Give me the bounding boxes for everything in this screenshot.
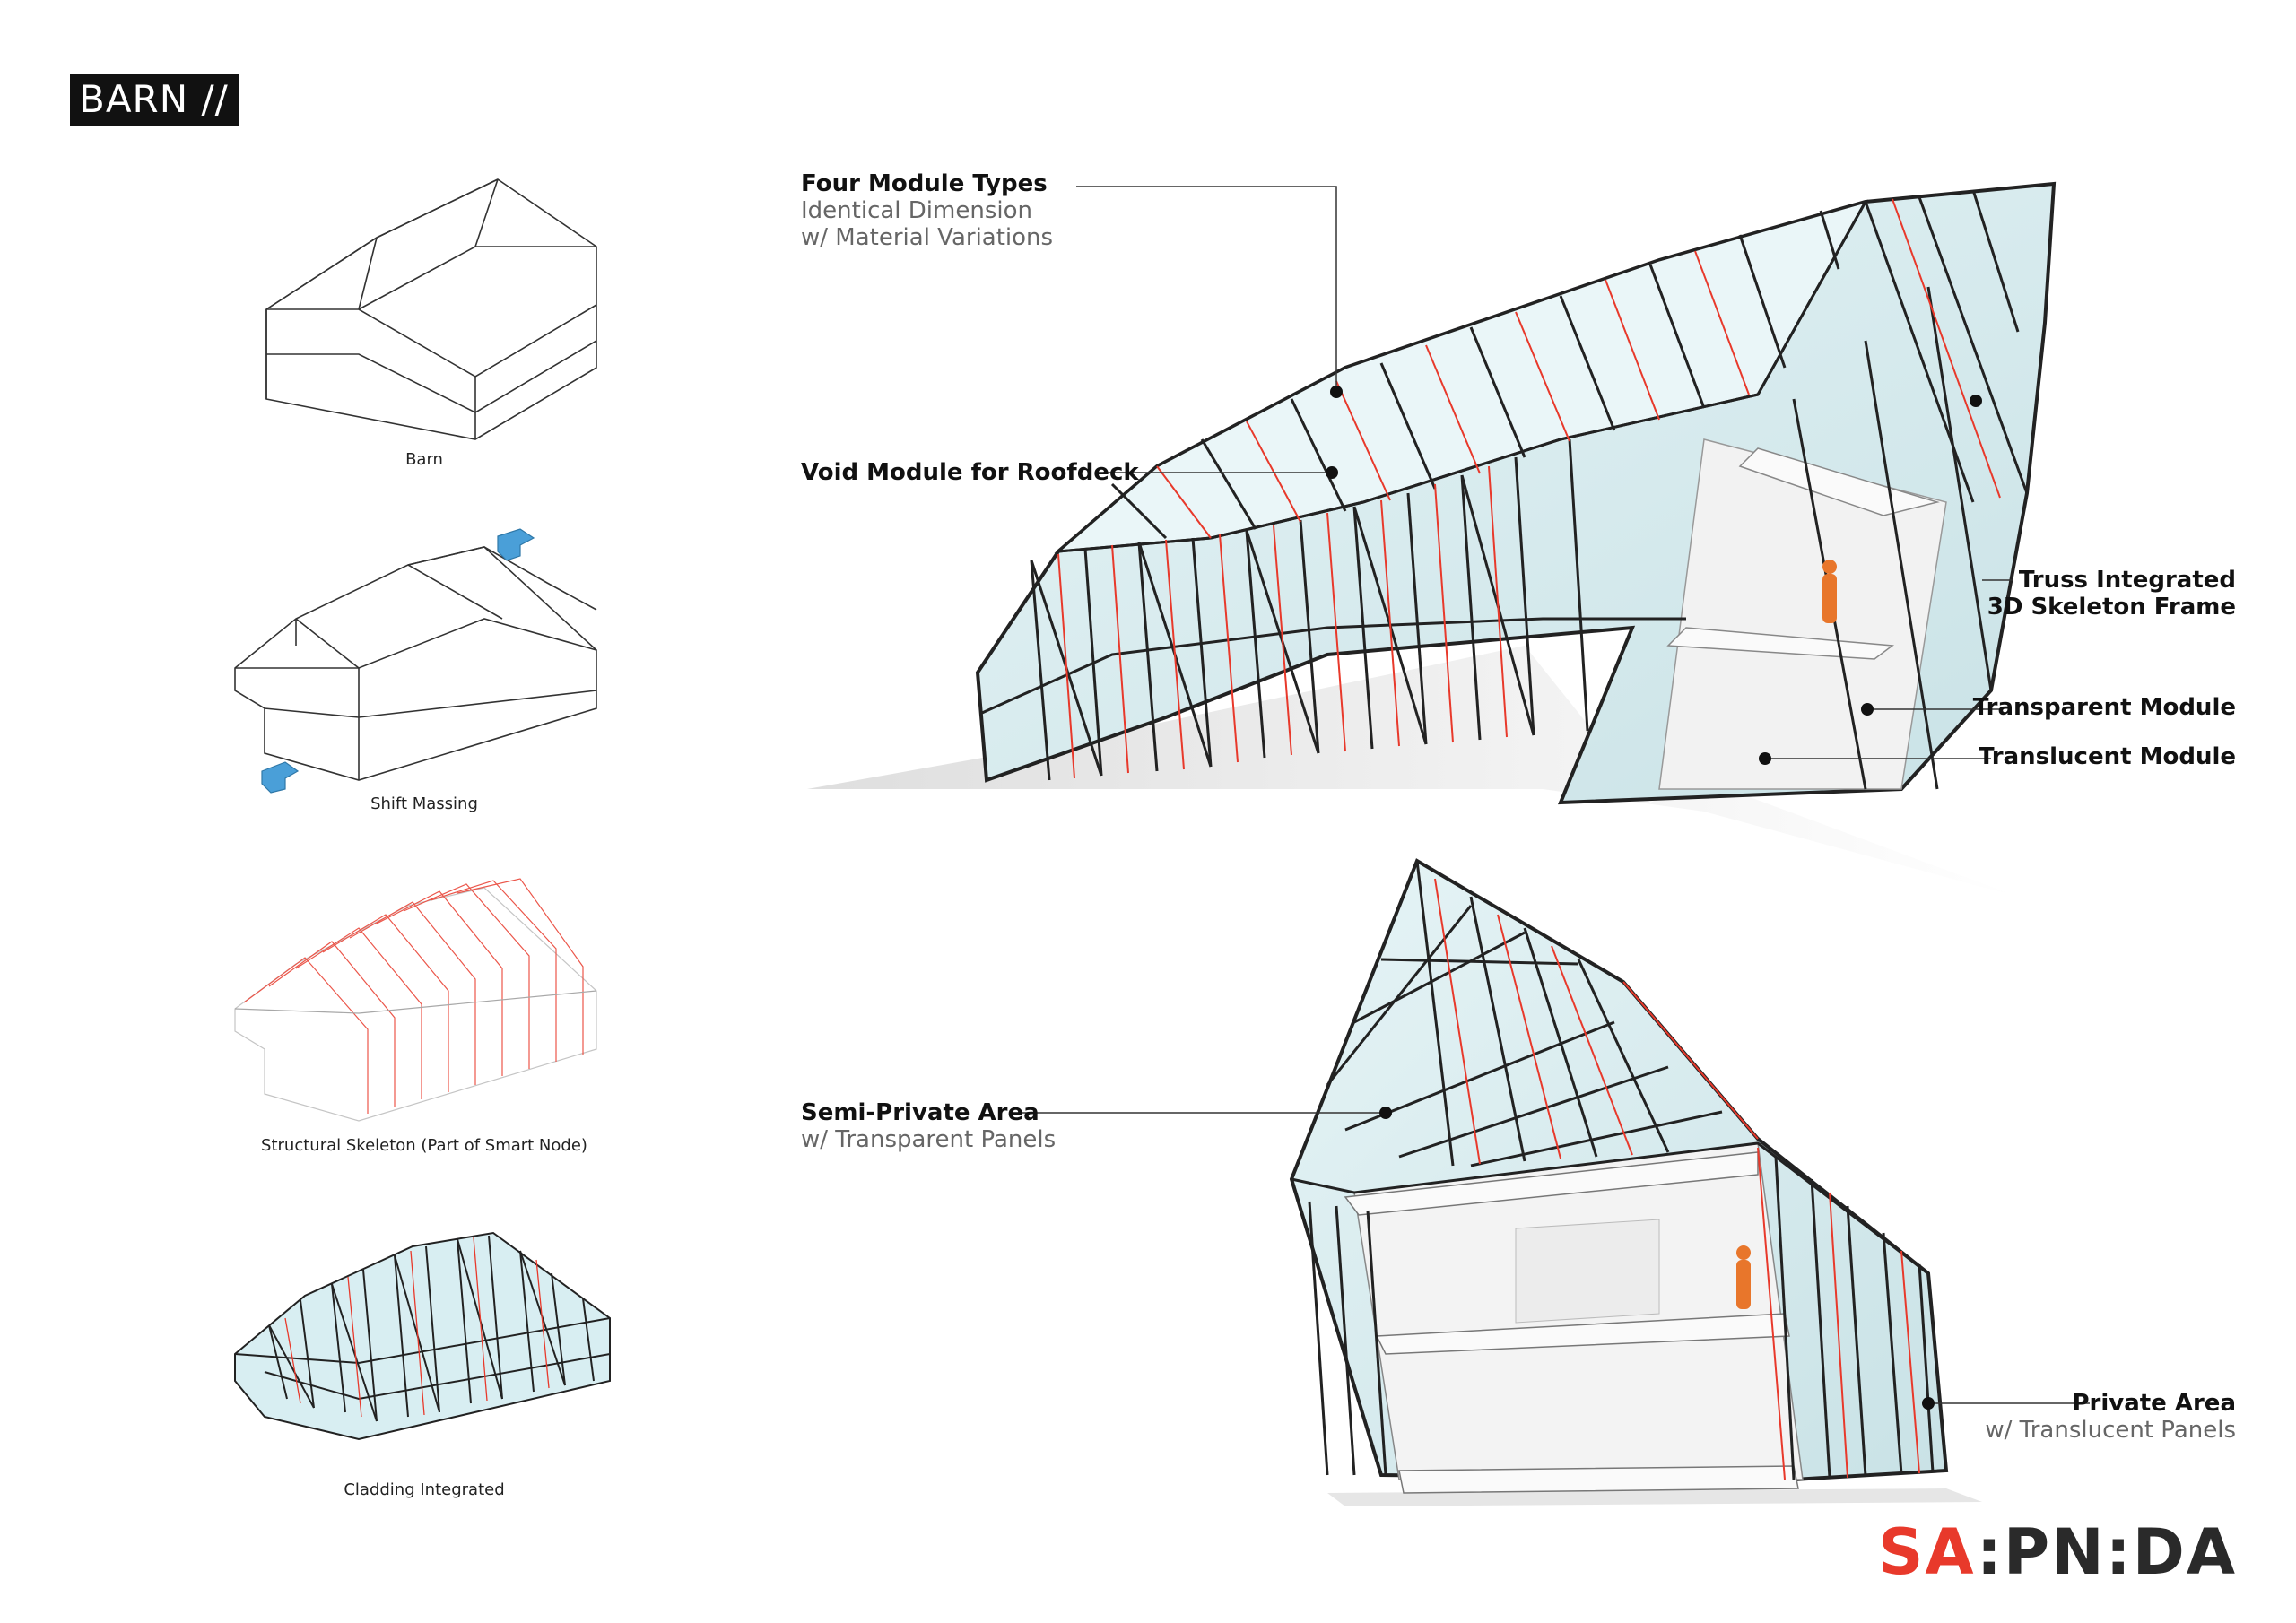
logo-part: SA	[1877, 1515, 1977, 1589]
step-caption-barn: Barn	[405, 450, 443, 469]
annotation-semi-private: Semi-Private Area w/ Transparent Panels	[801, 1099, 1056, 1153]
human-figure-icon	[1736, 1245, 1751, 1309]
annotation-title: Private Area	[2072, 1390, 2236, 1417]
step-caption-cladding: Cladding Integrated	[344, 1480, 505, 1499]
annotation-transparent-module: Transparent Module	[1972, 694, 2236, 721]
skeleton-diagram	[234, 878, 597, 1122]
annotation-title: Semi-Private Area	[801, 1099, 1039, 1126]
shift-arrow-icon	[261, 528, 535, 794]
annotation-void-module: Void Module for Roofdeck	[801, 459, 1139, 486]
logo-separator: :	[2105, 1515, 2133, 1589]
annotation-four-module-types: Four Module Types Identical Dimension w/…	[801, 170, 1053, 251]
annotation-subtitle: Identical Dimension	[801, 197, 1032, 224]
step-caption-structural-skeleton: Structural Skeleton (Part of Smart Node)	[261, 1136, 587, 1155]
annotation-subtitle: w/ Transparent Panels	[801, 1126, 1057, 1153]
annotation-subtitle: w/ Translucent Panels	[1985, 1417, 2236, 1444]
logo-separator: :	[1976, 1515, 2004, 1589]
section-building-view	[1289, 858, 1982, 1506]
human-figure-icon	[1822, 560, 1837, 623]
annotation-truss: Truss Integrated 3D Skeleton Frame	[1987, 567, 2236, 621]
main-building-view	[807, 181, 2057, 897]
cladding-diagram	[234, 1231, 611, 1441]
step-caption-shift-massing: Shift Massing	[370, 794, 478, 813]
sapnda-logo: SA:PN:DA	[1878, 1515, 2237, 1589]
logo-part: DA	[2132, 1515, 2237, 1589]
logo-part: PN	[2003, 1515, 2106, 1589]
barn-diagram	[265, 178, 597, 440]
annotation-title: Four Module Types	[801, 170, 1048, 197]
annotation-subtitle: w/ Material Variations	[801, 224, 1054, 251]
page-title: BARN //	[70, 74, 239, 126]
leader-dots	[1326, 386, 1982, 1410]
leader-lines	[1018, 186, 2090, 1404]
annotation-private-area: Private Area w/ Translucent Panels	[1985, 1390, 2236, 1444]
shift-massing-diagram	[234, 546, 597, 781]
annotation-translucent-module: Translucent Module	[1978, 743, 2236, 770]
annotation-title: Truss Integrated	[2018, 567, 2236, 594]
annotation-title: 3D Skeleton Frame	[1987, 594, 2236, 621]
